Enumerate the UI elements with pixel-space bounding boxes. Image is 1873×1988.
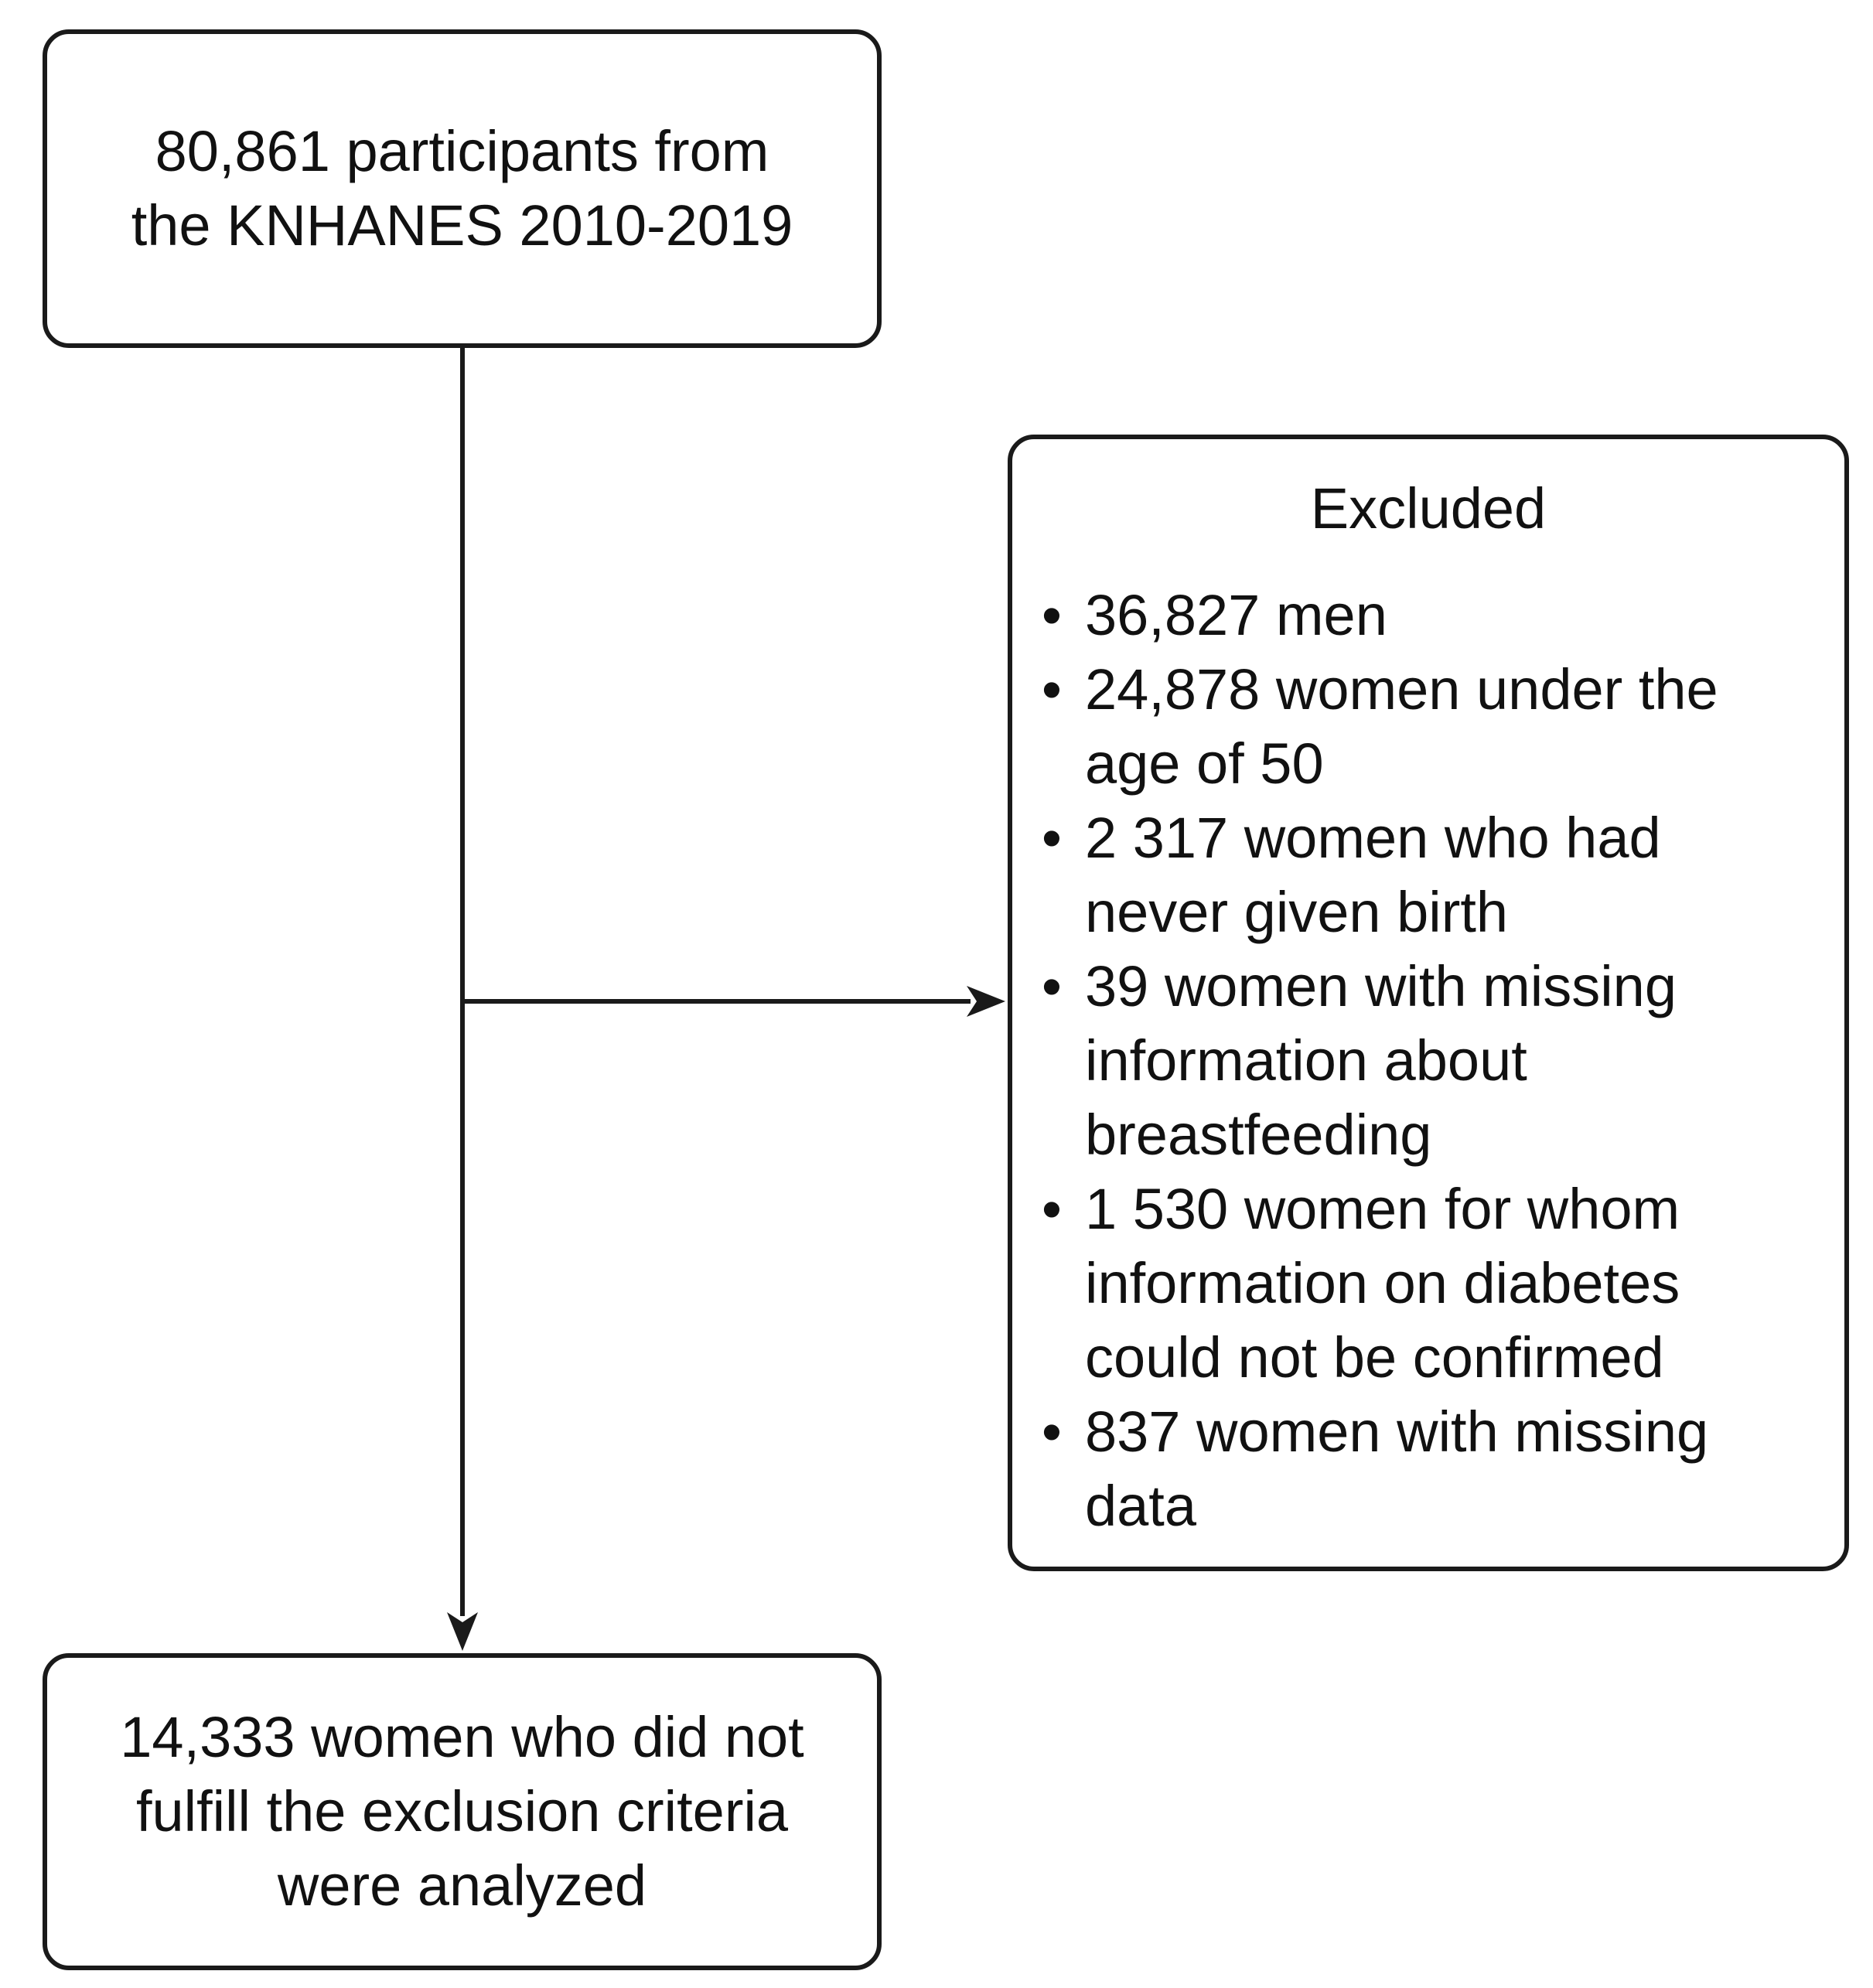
excluded-title: Excluded bbox=[1310, 476, 1547, 540]
analyzed-population-text: 14,333 women who did not fulfill the exc… bbox=[120, 1700, 804, 1923]
excluded-item: • 36,827 men bbox=[1042, 578, 1829, 653]
bullet-icon: • bbox=[1042, 657, 1062, 721]
bullet-icon: • bbox=[1042, 1177, 1062, 1241]
excluded-list: • 36,827 men • 24,878 women under the ag… bbox=[1042, 578, 1829, 1543]
bullet-icon: • bbox=[1042, 954, 1062, 1018]
arrow-head-excluded bbox=[967, 986, 1005, 1017]
excluded-item-line: never given birth bbox=[1085, 880, 1509, 944]
source-population-box: 80,861 participants from the KNHANES 201… bbox=[43, 29, 882, 348]
excluded-item-line: 39 women with missing bbox=[1085, 954, 1677, 1018]
excluded-item-line: 837 women with missing bbox=[1085, 1400, 1709, 1464]
excluded-item: • 1 530 women for whom information on di… bbox=[1042, 1172, 1829, 1395]
analyzed-line-3: were analyzed bbox=[277, 1853, 647, 1918]
analyzed-population-box: 14,333 women who did not fulfill the exc… bbox=[43, 1653, 882, 1970]
analyzed-line-1: 14,333 women who did not bbox=[120, 1705, 804, 1769]
excluded-item-line: information about bbox=[1085, 1028, 1527, 1093]
excluded-item-line: 2 317 women who had bbox=[1085, 806, 1661, 870]
source-population-text: 80,861 participants from the KNHANES 201… bbox=[131, 114, 793, 263]
bullet-icon: • bbox=[1042, 1400, 1062, 1464]
excluded-item-line: could not be confirmed bbox=[1085, 1325, 1664, 1390]
source-line-1: 80,861 participants from bbox=[155, 119, 769, 183]
excluded-item-line: breastfeeding bbox=[1085, 1103, 1432, 1167]
excluded-item-line: 1 530 women for whom bbox=[1085, 1177, 1680, 1241]
excluded-item: • 837 women with missing data bbox=[1042, 1395, 1829, 1543]
excluded-item-line: information on diabetes bbox=[1085, 1251, 1680, 1315]
excluded-item-line: 36,827 men bbox=[1085, 583, 1387, 647]
excluded-item: • 24,878 women under the age of 50 bbox=[1042, 653, 1829, 801]
analyzed-line-2: fulfill the exclusion criteria bbox=[135, 1779, 789, 1843]
arrow-head-analyzed bbox=[447, 1612, 478, 1651]
excluded-item: • 39 women with missing information abou… bbox=[1042, 950, 1829, 1172]
excluded-box: Excluded • 36,827 men • 24,878 women und… bbox=[1008, 435, 1849, 1571]
excluded-item-line: 24,878 women under the bbox=[1085, 657, 1718, 721]
bullet-icon: • bbox=[1042, 806, 1062, 870]
bullet-icon: • bbox=[1042, 583, 1062, 647]
excluded-item: • 2 317 women who had never given birth bbox=[1042, 801, 1829, 950]
source-line-2: the KNHANES 2010-2019 bbox=[131, 193, 793, 257]
excluded-item-line: age of 50 bbox=[1085, 731, 1324, 796]
excluded-item-line: data bbox=[1085, 1474, 1197, 1538]
